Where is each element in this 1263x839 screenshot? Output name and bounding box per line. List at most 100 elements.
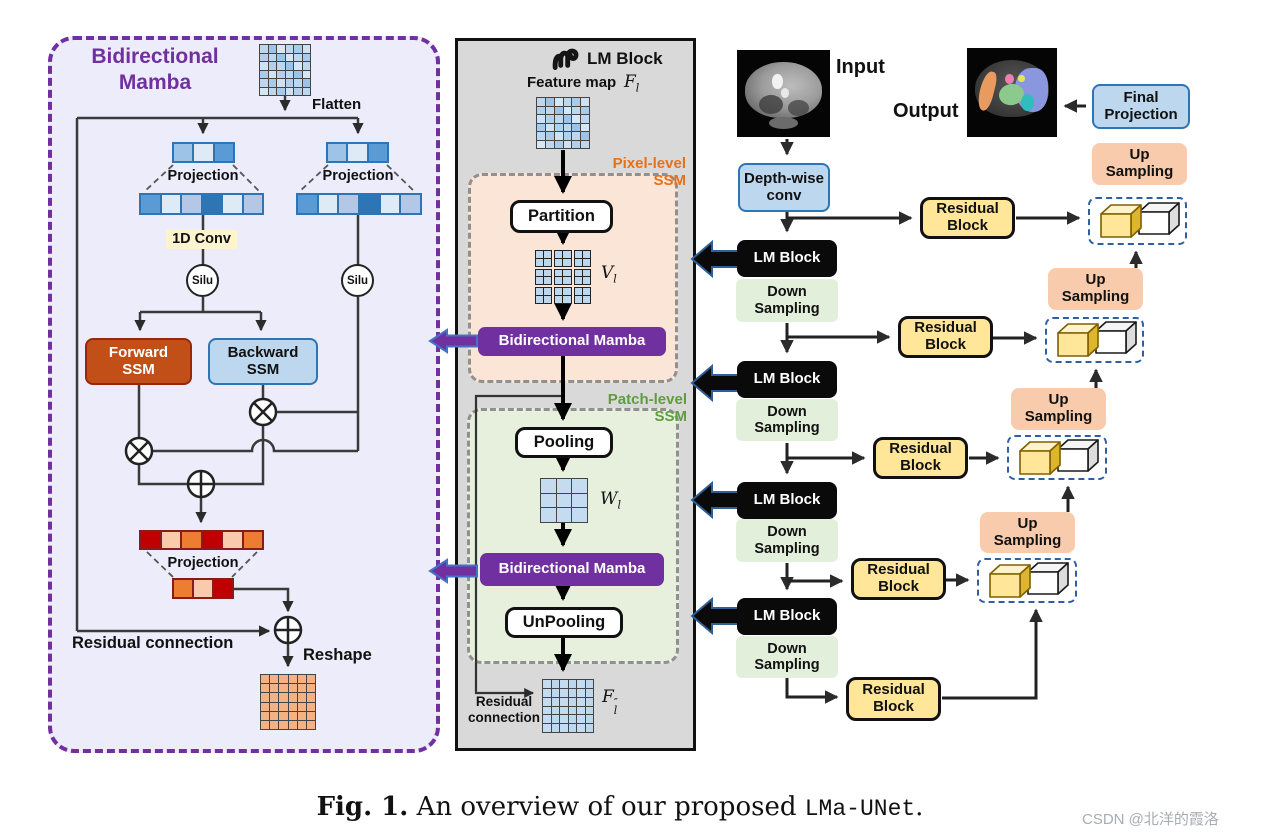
feature-cubes-icon: [1019, 438, 1099, 475]
symbol-sub: l: [613, 272, 617, 286]
add-icon: [273, 615, 303, 645]
lm-block-4: LM Block: [737, 598, 837, 635]
down-sampling-line2: Sampling: [754, 300, 820, 317]
pixel-label-line1: Pixel-level: [612, 155, 686, 172]
forward-ssm-line2: SSM: [122, 360, 155, 378]
add-icon: [186, 469, 216, 499]
residual-block-line1: Residual: [862, 681, 925, 699]
pixel-label-line2: SSM: [653, 171, 686, 189]
partition-text: Partition: [528, 207, 595, 226]
bidirectional-mamba-expand-arrow: [428, 558, 478, 584]
feature-cubes-icon: [1056, 321, 1137, 357]
sub-grid: [573, 287, 591, 304]
residual-block-1: Residual Block: [920, 197, 1015, 239]
symbol-sup: ″: [613, 696, 618, 709]
mri-body-lower: [768, 116, 799, 130]
bidirectional-mamba-text: Bidirectional Mamba: [498, 332, 646, 350]
caption-figure-number: Fig. 1.: [316, 792, 409, 822]
sub-grid: [554, 250, 572, 267]
feature-map-label: Feature map: [527, 74, 617, 91]
patch-label-line1: Patch-level: [607, 391, 687, 408]
lm-block-title: LM Block: [587, 49, 663, 68]
mamba-logo-icon: [552, 48, 579, 70]
line-crossing-hop: [153, 438, 358, 453]
figure-caption: Fig. 1. An overview of our proposed LMa-…: [250, 792, 990, 822]
projection-label: Projection: [167, 555, 239, 571]
output-label: Output: [893, 100, 959, 122]
residual-line2: connection: [467, 710, 540, 726]
residual-block-3: Residual Block: [873, 437, 968, 479]
symbol-sub: l: [617, 498, 622, 512]
silu-text: Silu: [191, 274, 214, 287]
residual-block-5: Residual Block: [846, 677, 941, 721]
symbol-base: F: [602, 687, 614, 707]
backward-ssm-line2: SSM: [246, 360, 280, 378]
lm-block-text: LM Block: [753, 249, 821, 267]
token-bar: [172, 142, 235, 163]
feature-cubes-icon: [1099, 202, 1180, 238]
unpooling-text: UnPooling: [522, 613, 606, 632]
bidirectional-mamba-title: Bidirectional Mamba: [66, 44, 244, 97]
bidirectional-mamba-expand-arrow: [428, 328, 478, 354]
backward-ssm-line1: Backward: [227, 343, 299, 361]
sub-grid: [535, 250, 553, 267]
up-sampling-3: Up Sampling: [1011, 388, 1106, 430]
down-sampling-line2: Sampling: [754, 420, 820, 436]
residual-block-line2: Block: [925, 336, 966, 353]
feature-cubes-icon: [989, 561, 1069, 598]
partitioned-symbol: Vl: [601, 263, 617, 285]
residual-block-line2: Block: [873, 698, 914, 715]
multiply-icon: [124, 436, 154, 466]
depthwise-line2: conv: [766, 186, 802, 204]
down-sampling-line2: Sampling: [754, 657, 820, 673]
lm-block-expand-arrow: [690, 363, 742, 403]
sub-grid: [573, 268, 591, 286]
pooling-text: Pooling: [533, 433, 595, 452]
final-projection-line2: Projection: [1104, 105, 1178, 123]
residual-block-2: Residual Block: [898, 316, 993, 358]
down-sampling-line1: Down: [767, 284, 807, 301]
sub-grid: [573, 250, 591, 267]
residual-block-line2: Block: [947, 217, 988, 234]
lm-block-3: LM Block: [737, 482, 837, 519]
1d-conv-label: 1D Conv: [166, 230, 237, 249]
skip-concat-cubes-3: [1007, 435, 1107, 480]
up-sampling-4: Up Sampling: [980, 512, 1075, 553]
sub-grid: [535, 268, 553, 286]
down-sampling-1: Down Sampling: [736, 279, 838, 322]
unpooling-block: UnPooling: [505, 607, 623, 638]
symbol-base: V: [601, 263, 614, 283]
output-token-bar: [139, 530, 264, 550]
title-line1: Bidirectional: [91, 45, 219, 68]
down-sampling-line2: Sampling: [754, 540, 820, 557]
symbol-sub: l: [613, 704, 618, 718]
up-sampling-line1: Up: [1085, 271, 1106, 289]
input-mri-image: [737, 50, 830, 137]
depthwise-line1: Depth-wise: [743, 169, 824, 187]
projected-token-bar: [139, 193, 264, 215]
partition-block: Partition: [510, 200, 613, 233]
1d-conv-text: 1D Conv: [172, 231, 231, 248]
silu-text: Silu: [346, 274, 369, 287]
up-sampling-2: Up Sampling: [1048, 268, 1143, 310]
output-feature-symbol: F″l: [602, 687, 618, 716]
residual-connection-label: Residual connection: [72, 634, 234, 652]
up-sampling-line2: Sampling: [1024, 408, 1093, 425]
caption-text: An overview of our proposed: [408, 792, 805, 822]
projected-token-bar: [296, 193, 423, 215]
sub-grid: [554, 287, 572, 304]
patch-level-ssm-label: Patch-level SSM: [580, 391, 687, 425]
sub-grid: [535, 287, 553, 304]
residual-block-line1: Residual: [914, 319, 977, 337]
pooled-grid: [540, 478, 588, 523]
up-sampling-block: Up Sampling: [1092, 143, 1187, 185]
down-sampling-line1: Down: [767, 403, 807, 420]
down-sampling-2: Down Sampling: [736, 399, 838, 441]
lm-block-2: LM Block: [737, 361, 837, 398]
reshape-label: Reshape: [303, 646, 372, 664]
patch-label-line2: SSM: [654, 407, 687, 425]
pooled-symbol: Wl: [600, 489, 621, 511]
lm-block-1: LM Block: [737, 240, 837, 277]
partitioned-grid: [535, 250, 591, 304]
